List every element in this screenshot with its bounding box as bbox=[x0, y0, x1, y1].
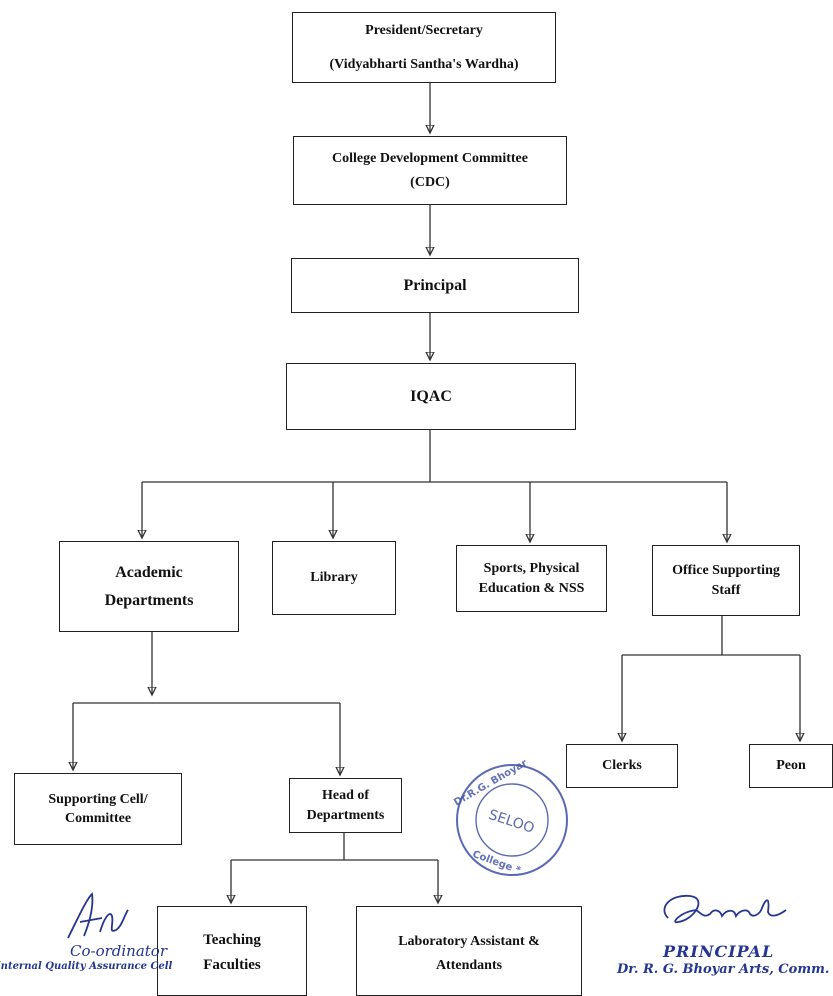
node-sports: Sports, Physical Education & NSS bbox=[456, 545, 607, 612]
node-academic-line-1: Academic bbox=[115, 563, 183, 581]
coordinator-signature bbox=[67, 892, 129, 939]
node-supporting-cell: Supporting Cell/ Committee bbox=[14, 773, 182, 845]
principal-name: Dr. R. G. Bhoyar Arts, Comm. bbox=[617, 962, 830, 977]
node-iqac: IQAC bbox=[286, 363, 576, 430]
node-lab-line-1: Laboratory Assistant & bbox=[398, 934, 540, 949]
node-principal: Principal bbox=[291, 258, 579, 313]
node-president: President/Secretary (Vidyabharti Santha'… bbox=[292, 12, 556, 83]
node-sports-line-2: Education & NSS bbox=[478, 580, 585, 596]
node-library: Library bbox=[272, 541, 396, 615]
principal-signature bbox=[663, 895, 787, 924]
node-peon-line-1: Peon bbox=[776, 758, 806, 774]
node-hod-line-2: Departments bbox=[306, 807, 385, 823]
node-principal-line-1: Principal bbox=[403, 276, 467, 294]
node-academic: Academic Departments bbox=[59, 541, 239, 632]
node-office-line-2: Staff bbox=[711, 582, 741, 598]
node-supporting-cell-line-2: Committee bbox=[64, 811, 132, 826]
node-teaching-line-1: Teaching bbox=[203, 932, 261, 948]
node-iqac-line-1: IQAC bbox=[410, 387, 452, 405]
coordinator-title: Co-ordinator bbox=[70, 942, 168, 960]
node-academic-line-2: Departments bbox=[104, 591, 194, 609]
principal-title: PRINCIPAL bbox=[663, 942, 775, 961]
node-cdc: College Development Committee (CDC) bbox=[293, 136, 567, 205]
node-peon: Peon bbox=[749, 744, 833, 788]
node-clerks: Clerks bbox=[566, 744, 678, 788]
svg-text:SELOO: SELOO bbox=[487, 807, 537, 837]
node-lab: Laboratory Assistant & Attendants bbox=[356, 906, 582, 996]
node-teaching: Teaching Faculties bbox=[157, 906, 307, 996]
node-hod-line-1: Head of bbox=[321, 788, 370, 803]
node-office-line-1: Office Supporting bbox=[672, 563, 780, 578]
node-president-line-2: (Vidyabharti Santha's Wardha) bbox=[329, 56, 519, 72]
node-supporting-cell-line-1: Supporting Cell/ bbox=[48, 791, 148, 807]
node-clerks-line-1: Clerks bbox=[602, 758, 642, 774]
node-hod: Head of Departments bbox=[289, 778, 402, 833]
college-seal-stamp: SELOO Dr.R.G. Bhoyar College * bbox=[452, 760, 568, 877]
node-cdc-line-1: College Development Committee bbox=[332, 151, 528, 166]
node-library-line-1: Library bbox=[310, 570, 358, 586]
node-cdc-line-2: (CDC) bbox=[410, 174, 450, 190]
coordinator-cell: Internal Quality Assurance Cell bbox=[0, 961, 173, 972]
node-teaching-line-2: Faculties bbox=[203, 956, 261, 973]
node-lab-line-2: Attendants bbox=[435, 957, 503, 973]
node-president-line-1: President/Secretary bbox=[365, 23, 483, 38]
node-sports-line-1: Sports, Physical bbox=[483, 561, 580, 576]
node-office: Office Supporting Staff bbox=[652, 545, 800, 616]
